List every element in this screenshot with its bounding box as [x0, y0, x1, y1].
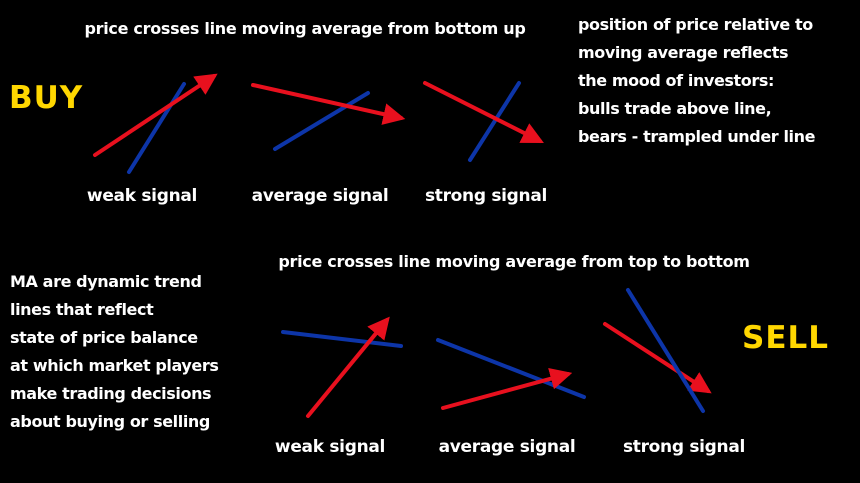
buy-label: BUY [9, 80, 84, 116]
sell-weak-signal-label: weak signal [274, 437, 386, 457]
buy-weak-signal-label: weak signal [86, 186, 198, 206]
buy-average-signal-price-arrow [251, 83, 406, 125]
sell-weak-signal-price-arrow [306, 316, 390, 418]
buy-average-signal-ma-line [273, 91, 370, 151]
buy-average-signal-label: average signal [251, 186, 389, 206]
buy-weak-signal-price-arrow [93, 73, 218, 157]
sell-average-signal-price-arrow [441, 368, 573, 410]
sell-weak-signal-ma-line [281, 330, 403, 348]
buy-strong-signal-label: strong signal [424, 186, 548, 206]
sell-strong-signal-label: strong signal [622, 437, 746, 457]
sell-strong-signal-ma-line [626, 288, 705, 413]
buy-strong-signal-price-arrow [423, 81, 544, 143]
buy-title: price crosses line moving average from b… [84, 19, 526, 38]
sell-title: price crosses line moving average from t… [278, 252, 750, 271]
sell-average-signal-label: average signal [438, 437, 576, 457]
sell-label: SELL [742, 320, 830, 356]
sell-strong-signal-price-arrow [603, 322, 712, 394]
buy-strong-signal-ma-line [468, 81, 521, 162]
buy-weak-signal-ma-line [127, 82, 186, 174]
investor-mood-note: position of price relative to moving ave… [578, 15, 816, 146]
ma-definition-note: MA are dynamic trend lines that reflect … [10, 272, 219, 431]
